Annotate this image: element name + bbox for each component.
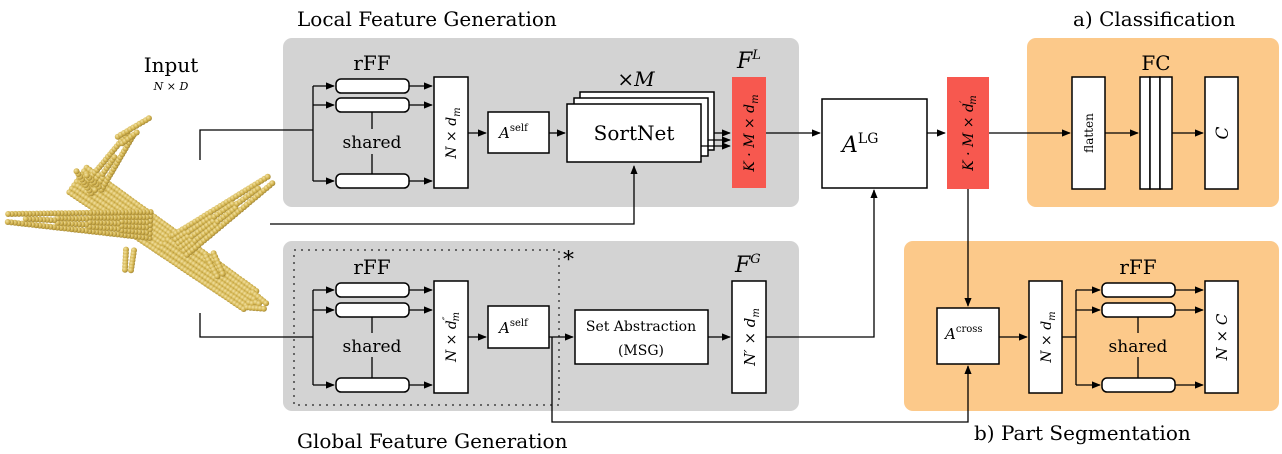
- cross-attention-box: [936, 307, 1000, 365]
- local-rff-pill-1: [335, 78, 410, 94]
- global-feature-dims: N′ × dm: [741, 308, 762, 367]
- local-shared-label: shared: [343, 133, 402, 153]
- segmentation-panel: [904, 241, 1279, 411]
- local-self-attention-box: [487, 111, 550, 154]
- seg-embed-dims: N × dm: [1039, 311, 1058, 363]
- seg-rff-pill-1: [1101, 282, 1176, 298]
- local-embed-dims: N × dm: [444, 107, 463, 159]
- local-feature-label: FL: [736, 48, 761, 74]
- global-embed-box: [433, 280, 469, 394]
- seg-rff-pill-3: [1101, 377, 1176, 393]
- local-rff-pill-3: [335, 173, 410, 189]
- local-feature-dims: K · M × dm: [742, 94, 761, 172]
- sortnet-multiplier: ×M: [617, 67, 655, 91]
- local-feature-box: [732, 77, 766, 188]
- seg-output-box: [1204, 280, 1239, 394]
- sortnet-label: SortNet: [594, 121, 675, 145]
- fc-layer-3: [1159, 76, 1173, 190]
- input-label: Input: [144, 53, 199, 77]
- global-self-attention-box: [487, 305, 550, 349]
- input-dims: N × D: [153, 80, 189, 93]
- cross-attention-label: Across: [943, 324, 983, 343]
- flatten-label: flatten: [1082, 113, 1096, 153]
- local-rff-pill-2: [335, 97, 410, 113]
- global-self-attention-label: Aself: [497, 318, 529, 337]
- set-abstraction-label: Set Abstraction: [586, 319, 696, 335]
- seg-embed-box: [1028, 280, 1063, 394]
- global-feature-label: FG: [734, 252, 761, 278]
- local-self-attention-label: Aself: [497, 123, 529, 142]
- class-output-box: [1204, 76, 1239, 190]
- title-global: Global Feature Generation: [297, 429, 568, 453]
- global-shared-label: shared: [343, 337, 402, 357]
- local-embed-box: [433, 76, 469, 189]
- seg-rff-label: rFF: [1119, 255, 1156, 279]
- fc-label: FC: [1141, 51, 1170, 75]
- fc-layer-1: [1139, 76, 1151, 190]
- msg-star-marker: *: [563, 248, 574, 273]
- global-rff-pill-1: [335, 282, 410, 298]
- title-local: Local Feature Generation: [297, 7, 557, 31]
- fc-layer-2: [1149, 76, 1161, 190]
- seg-rff-pill-2: [1101, 302, 1176, 318]
- set-abstraction-box: [574, 309, 709, 365]
- sortnet-box: [566, 103, 702, 163]
- local-global-attention-label: ALG: [840, 131, 878, 158]
- global-rff-pill-3: [335, 377, 410, 393]
- set-abstraction-sub: (MSG): [618, 343, 664, 359]
- fusion-output-dims: K · M × d′m: [959, 95, 979, 172]
- local-global-attention-box: [821, 98, 928, 189]
- title-segmentation: b) Part Segmentation: [974, 421, 1191, 445]
- flatten-box: [1071, 76, 1106, 190]
- class-output-label: C: [1213, 126, 1233, 139]
- fusion-output-box: [947, 77, 989, 189]
- airplane-point-cloud: [4, 115, 276, 312]
- global-rff-pill-2: [335, 302, 410, 318]
- title-classification: a) Classification: [1073, 7, 1236, 31]
- seg-shared-label: shared: [1109, 337, 1168, 357]
- global-rff-label: rFF: [353, 255, 390, 279]
- global-embed-dims: N × d″m: [442, 312, 462, 363]
- seg-output-dims: N × C: [1213, 313, 1231, 361]
- local-rff-label: rFF: [353, 51, 390, 75]
